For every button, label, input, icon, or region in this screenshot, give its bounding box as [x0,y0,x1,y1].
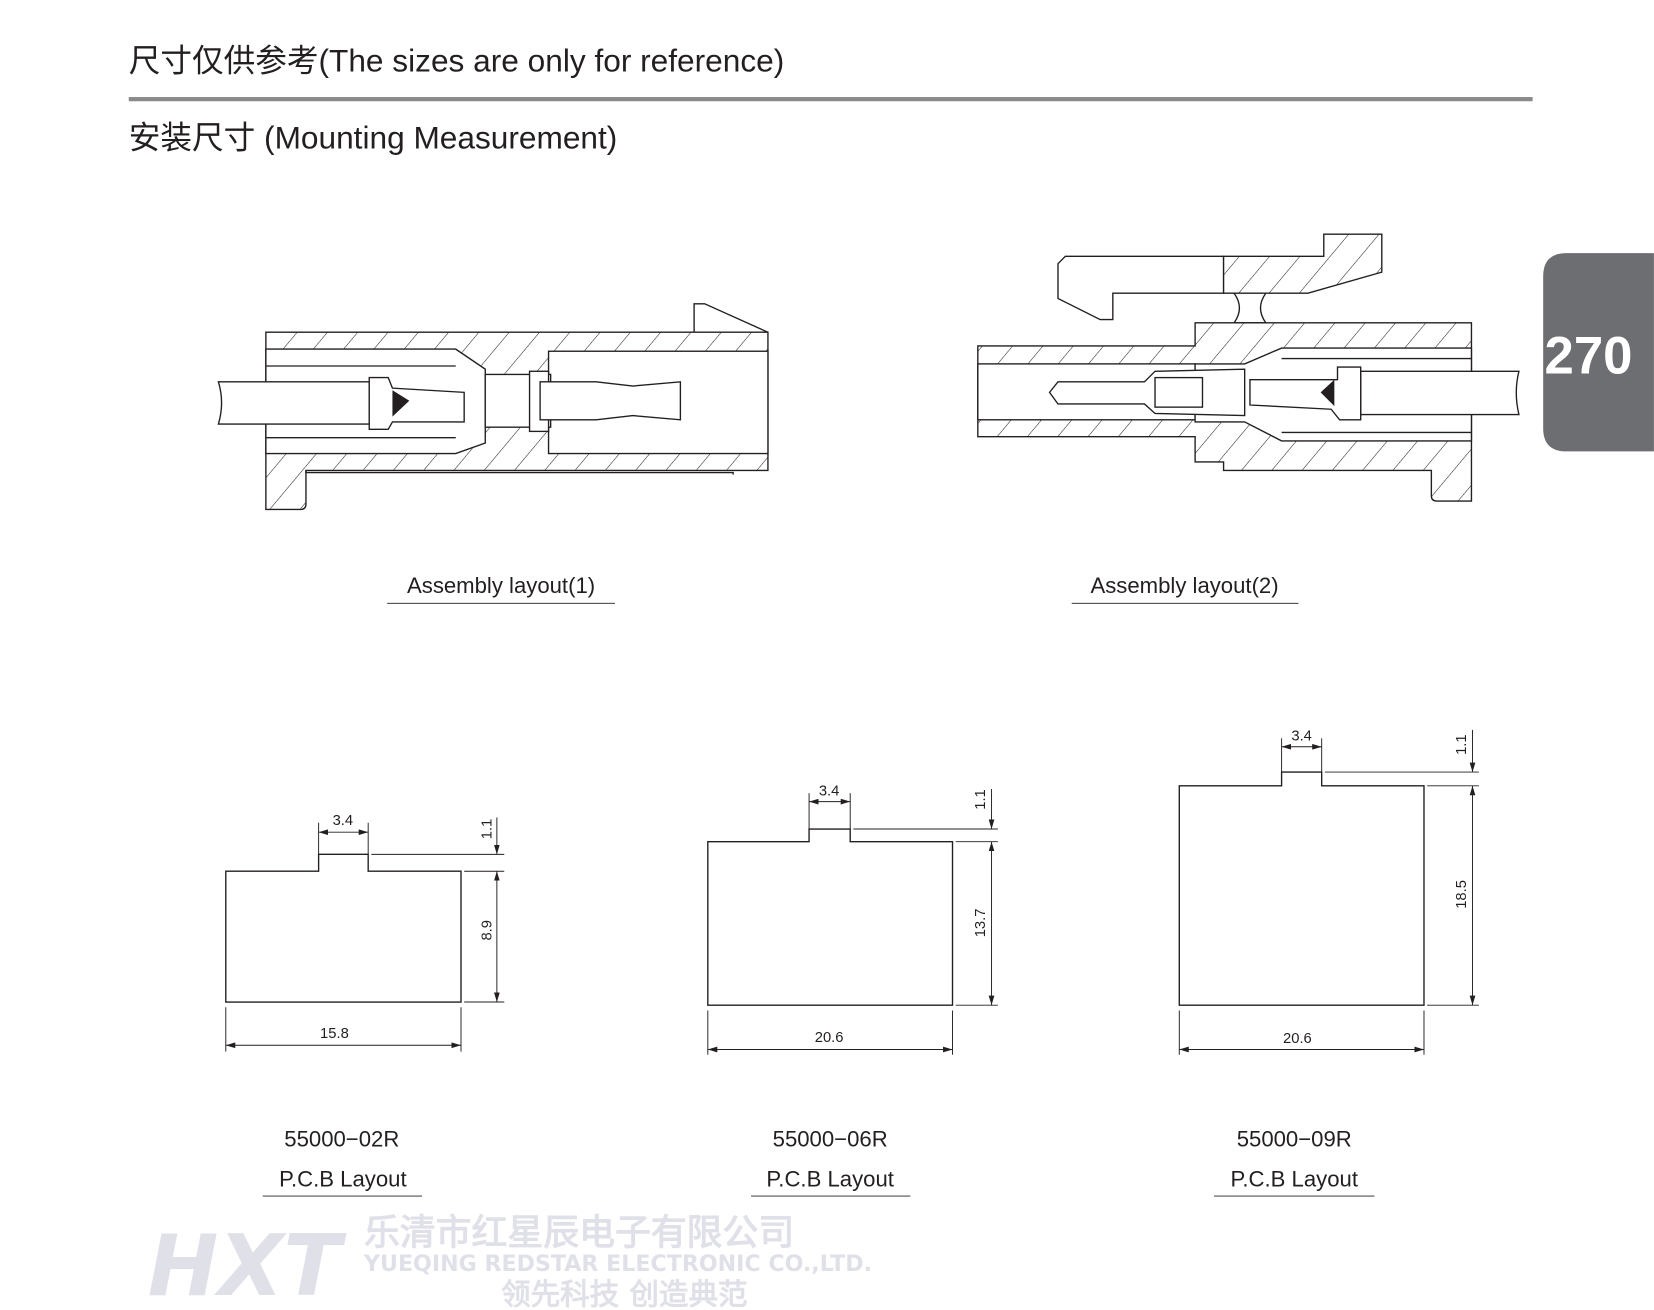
page-number-tab: 270 [1543,253,1654,452]
pcb-layout-caption: P.C.B Layout [766,1167,894,1192]
dim-body-height: 8.9 [480,920,496,941]
assembly-layout-1-caption: Assembly layout(1) [407,573,595,598]
dim-tab-width: 3.4 [1291,728,1312,744]
dim-body-width: 20.6 [1283,1031,1312,1047]
dim-body-width: 20.6 [815,1030,844,1046]
dim-tab-height: 1.1 [973,789,989,810]
watermark-slogan: 领先科技 创造典范 [501,1278,747,1310]
dim-body-height: 13.7 [973,909,989,938]
header-divider [128,97,1533,102]
dim-body-width: 15.8 [320,1026,349,1042]
part-number: 55000−02R [284,1127,399,1152]
part-number: 55000−09R [1237,1127,1352,1152]
assembly-layout-2-drawing [977,233,1520,502]
watermark-company-en: YUEQING REDSTAR ELECTRONIC CO.,LTD. [363,1251,872,1277]
dim-body-height: 18.5 [1454,880,1470,909]
dim-tab-width: 3.4 [819,783,840,799]
part-number: 55000−06R [773,1127,888,1152]
assembly-layout-2-caption: Assembly layout(2) [1090,573,1278,598]
assembly-layout-1-drawing [217,303,769,511]
section-title: 安装尺寸 (Mounting Measurement) [129,120,618,156]
watermark-logo: HXT [148,1217,348,1310]
page-title: 尺寸仅供参考(The sizes are only for reference) [129,43,785,79]
watermark: HXT 乐清市红星辰电子有限公司 YUEQING REDSTAR ELECTRO… [148,1213,872,1310]
watermark-company-cn: 乐清市红星辰电子有限公司 [364,1213,794,1254]
dim-tab-height: 1.1 [480,819,496,840]
pcb-layout-caption: P.C.B Layout [1230,1167,1358,1192]
pcb-layout-06R: 3.4 1.1 13.7 20.6 [707,783,998,1055]
pcb-layout-02R: 3.4 1.1 8.9 15.8 [225,813,505,1052]
pcb-layout-09R: 3.4 1.1 18.5 20.6 [1178,728,1479,1055]
dim-tab-height: 1.1 [1454,734,1470,755]
pcb-layout-caption: P.C.B Layout [279,1167,407,1192]
dim-tab-width: 3.4 [333,813,354,829]
page-number: 270 [1545,326,1633,385]
